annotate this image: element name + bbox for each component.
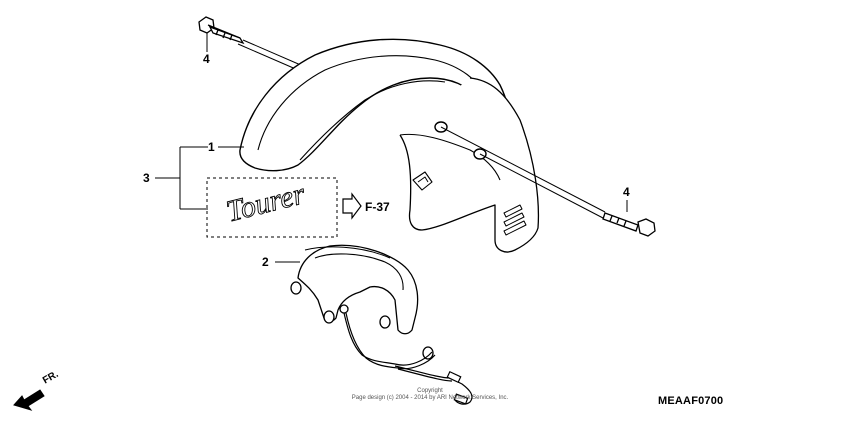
diagram-code: MEAAF0700 [658,395,724,407]
callout-bracket [155,146,244,210]
sensor-wire [343,312,473,405]
bolt-top-guide-2 [237,43,299,71]
bolt-right-guide-2 [479,153,604,219]
figure-ref-arrow[interactable] [342,192,362,220]
emblem-text[interactable]: Tourer [223,177,309,229]
copyright-line-1: Copyright [417,388,443,394]
front-direction-arrow [13,389,45,411]
bolt-right[interactable] [602,212,656,237]
emblem-box [206,177,338,238]
callout-part-4-right[interactable]: 4 [623,185,630,199]
bolt-right-guide-1 [440,126,606,213]
callout-part-1[interactable]: 1 [208,140,215,154]
fender-bracket[interactable] [290,244,434,360]
front-fender[interactable] [239,38,540,253]
callout-part-4-top[interactable]: 4 [203,52,210,66]
bolt-top-guide-1 [242,39,304,67]
figure-ref-label[interactable]: F-37 [365,200,390,214]
copyright-line-2: Page design (c) 2004 - 2014 by ARI Netwo… [351,395,509,401]
bolt-top[interactable] [198,16,245,45]
callout-part-2[interactable]: 2 [262,255,269,269]
callout-part-3[interactable]: 3 [143,171,150,185]
